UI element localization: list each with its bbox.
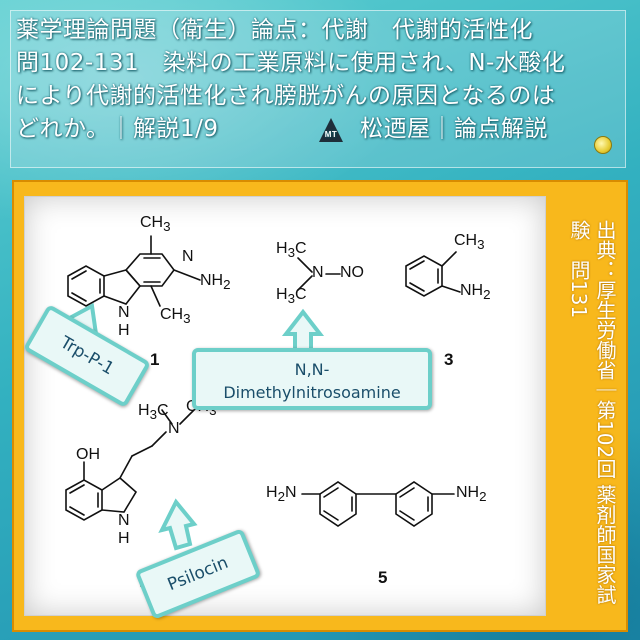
mt-logo-icon: MT (319, 117, 344, 142)
s2-h3c-bottom: H3C (276, 286, 307, 307)
svg-text:MT: MT (325, 130, 338, 139)
title-line-4-right: 松迺屋｜論点解説 (360, 116, 548, 142)
s4-h3c: H3C (138, 402, 169, 423)
s1-nh2: NH2 (200, 272, 231, 293)
title-line-4-left: どれか。｜解説1/9 (16, 116, 219, 142)
structure-3 (405, 251, 461, 297)
structure-5 (301, 481, 455, 527)
dmn-label-line-2: Dimethylnitrosoamine (223, 383, 401, 402)
s1-ch3-bottom: CH3 (160, 306, 191, 327)
s2-h3c-top: H3C (276, 240, 307, 261)
source-note: 出典：厚生労働省｜第102回 薬剤師国家試験 問131 (567, 220, 617, 605)
s5-h2n: H2N (266, 484, 297, 505)
s4-n: N (168, 420, 180, 437)
coin-icon (594, 136, 612, 154)
s5-nh2: NH2 (456, 484, 487, 505)
psilocin-arrow-icon (158, 498, 198, 551)
structure-1 (67, 235, 201, 307)
s1-ch3-top: CH3 (140, 214, 171, 235)
s3-ch3: CH3 (454, 232, 485, 253)
dmn-label-line-1: N,N- (294, 360, 330, 379)
s4-oh: OH (76, 446, 100, 463)
s2-n: N (312, 264, 324, 281)
psilocin-label: Psilocin (164, 552, 232, 596)
title-line-1: 薬学理論問題（衛生）論点：代謝 代謝的活性化 (16, 17, 533, 43)
structure-2 (297, 257, 341, 291)
title-line-4: どれか。｜解説1/9 MT 松迺屋｜論点解説 (16, 113, 620, 146)
compound-number-1: 1 (150, 350, 160, 369)
s1-n: N (182, 248, 194, 265)
title-line-3: により代謝的活性化され膀胱がんの原因となるのは (16, 83, 556, 109)
compound-number-3: 3 (444, 350, 454, 369)
structure-4 (65, 409, 195, 521)
dmn-arrow-icon (281, 308, 325, 352)
title-line-2: 問102-131 染料の工業原料に使用され、N-水酸化 (16, 50, 566, 76)
s2-no: NO (340, 264, 364, 281)
compound-number-5: 5 (378, 568, 388, 587)
title-text: 薬学理論問題（衛生）論点：代謝 代謝的活性化 問102-131 染料の工業原料に… (16, 14, 620, 146)
dimethylnitrosoamine-callout: N,N- Dimethylnitrosoamine (192, 348, 432, 410)
s3-nh2: NH2 (460, 282, 491, 303)
trp-p-1-label: Trp-P-1 (56, 332, 118, 380)
title-box (10, 10, 626, 168)
